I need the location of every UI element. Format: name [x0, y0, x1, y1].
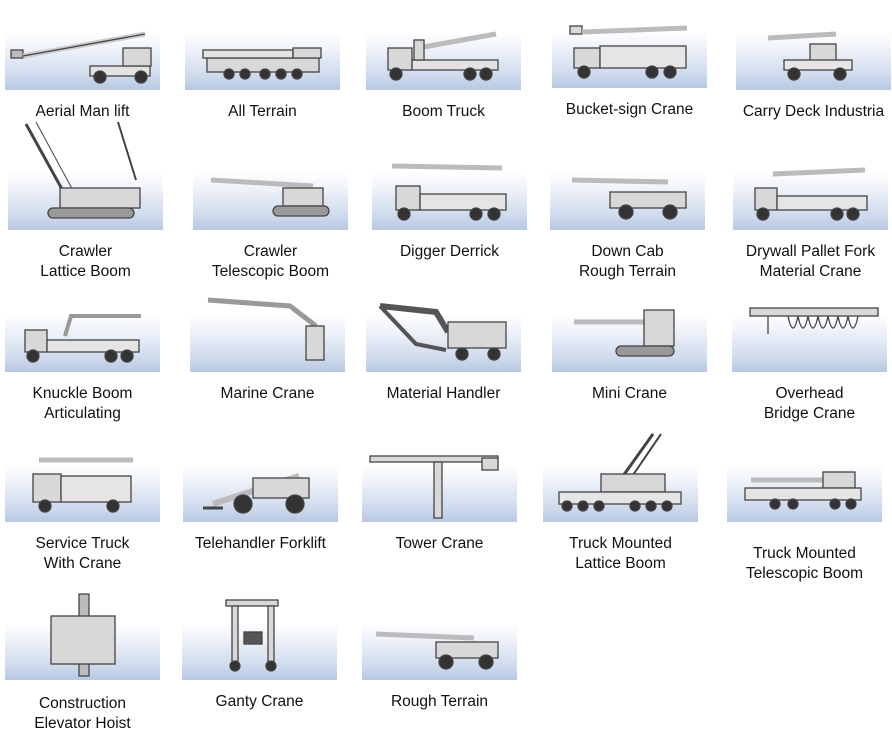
crane-tile[interactable]: Marine Crane — [190, 290, 345, 404]
service-truck-crane-icon — [5, 457, 160, 522]
bucket-sign-crane-icon — [552, 25, 707, 88]
digger-derrick-icon — [372, 163, 527, 230]
crane-tile[interactable]: Aerial Man lift — [5, 8, 160, 122]
crane-label: Tower Crane — [395, 535, 484, 552]
crane-tile[interactable]: Telehandler Forklift — [183, 440, 338, 554]
construction-elevator-hoist-icon — [5, 593, 160, 680]
crane-tile[interactable]: All Terrain — [185, 8, 340, 122]
overhead-bridge-crane-icon — [732, 307, 887, 372]
crane-label: Aerial Man lift — [35, 103, 130, 120]
truck-mounted-telescopic-boom-icon — [727, 464, 882, 522]
crane-tile[interactable]: Rough Terrain — [362, 598, 517, 712]
crane-tile[interactable]: Material Handler — [366, 290, 521, 404]
crane-label: All Terrain — [228, 103, 297, 120]
crane-label: Marine Crane — [220, 385, 315, 402]
mini-crane-icon — [552, 309, 707, 372]
crane-tile[interactable]: Ganty Crane — [182, 598, 337, 712]
crane-tile[interactable]: Tower Crane — [362, 440, 517, 554]
knuckle-boom-icon — [5, 314, 160, 372]
marine-crane-icon — [190, 297, 345, 372]
crane-label: Ganty Crane — [215, 693, 304, 710]
truck-mounted-lattice-boom-icon — [543, 433, 698, 522]
crane-tile[interactable]: Bucket-sign Crane — [552, 6, 707, 120]
telehandler-forklift-icon — [183, 464, 338, 522]
rough-terrain-crane-icon — [362, 622, 517, 680]
crawler-lattice-boom-icon — [8, 121, 163, 230]
crawler-telescopic-boom-icon — [193, 172, 348, 230]
crane-tile[interactable]: Boom Truck — [366, 8, 521, 122]
material-handler-icon — [366, 303, 521, 372]
aerial-man-lift-icon — [5, 31, 160, 90]
crane-label: Bucket-sign Crane — [565, 101, 694, 118]
tower-crane-icon — [362, 455, 517, 522]
gantry-crane-icon — [182, 599, 337, 680]
crane-label: Mini Crane — [592, 385, 667, 402]
all-terrain-crane-icon — [185, 32, 340, 90]
drywall-pallet-fork-icon — [733, 167, 888, 230]
down-cab-rough-terrain-icon — [550, 172, 705, 230]
carry-deck-crane-icon — [736, 31, 891, 90]
crane-tile[interactable]: Mini Crane — [552, 290, 707, 404]
crane-label: Carry Deck Industria — [742, 103, 885, 120]
crane-tile[interactable]: Digger Derrick — [372, 148, 527, 262]
crane-label: Telehandler Forklift — [195, 535, 326, 552]
crane-label: Material Handler — [386, 385, 501, 402]
crane-label: Rough Terrain — [390, 693, 489, 710]
crane-tile[interactable]: Carry Deck Industria — [736, 8, 891, 122]
crane-label: Digger Derrick — [399, 243, 500, 260]
boom-truck-icon — [366, 31, 521, 90]
crane-label: Boom Truck — [402, 103, 485, 120]
